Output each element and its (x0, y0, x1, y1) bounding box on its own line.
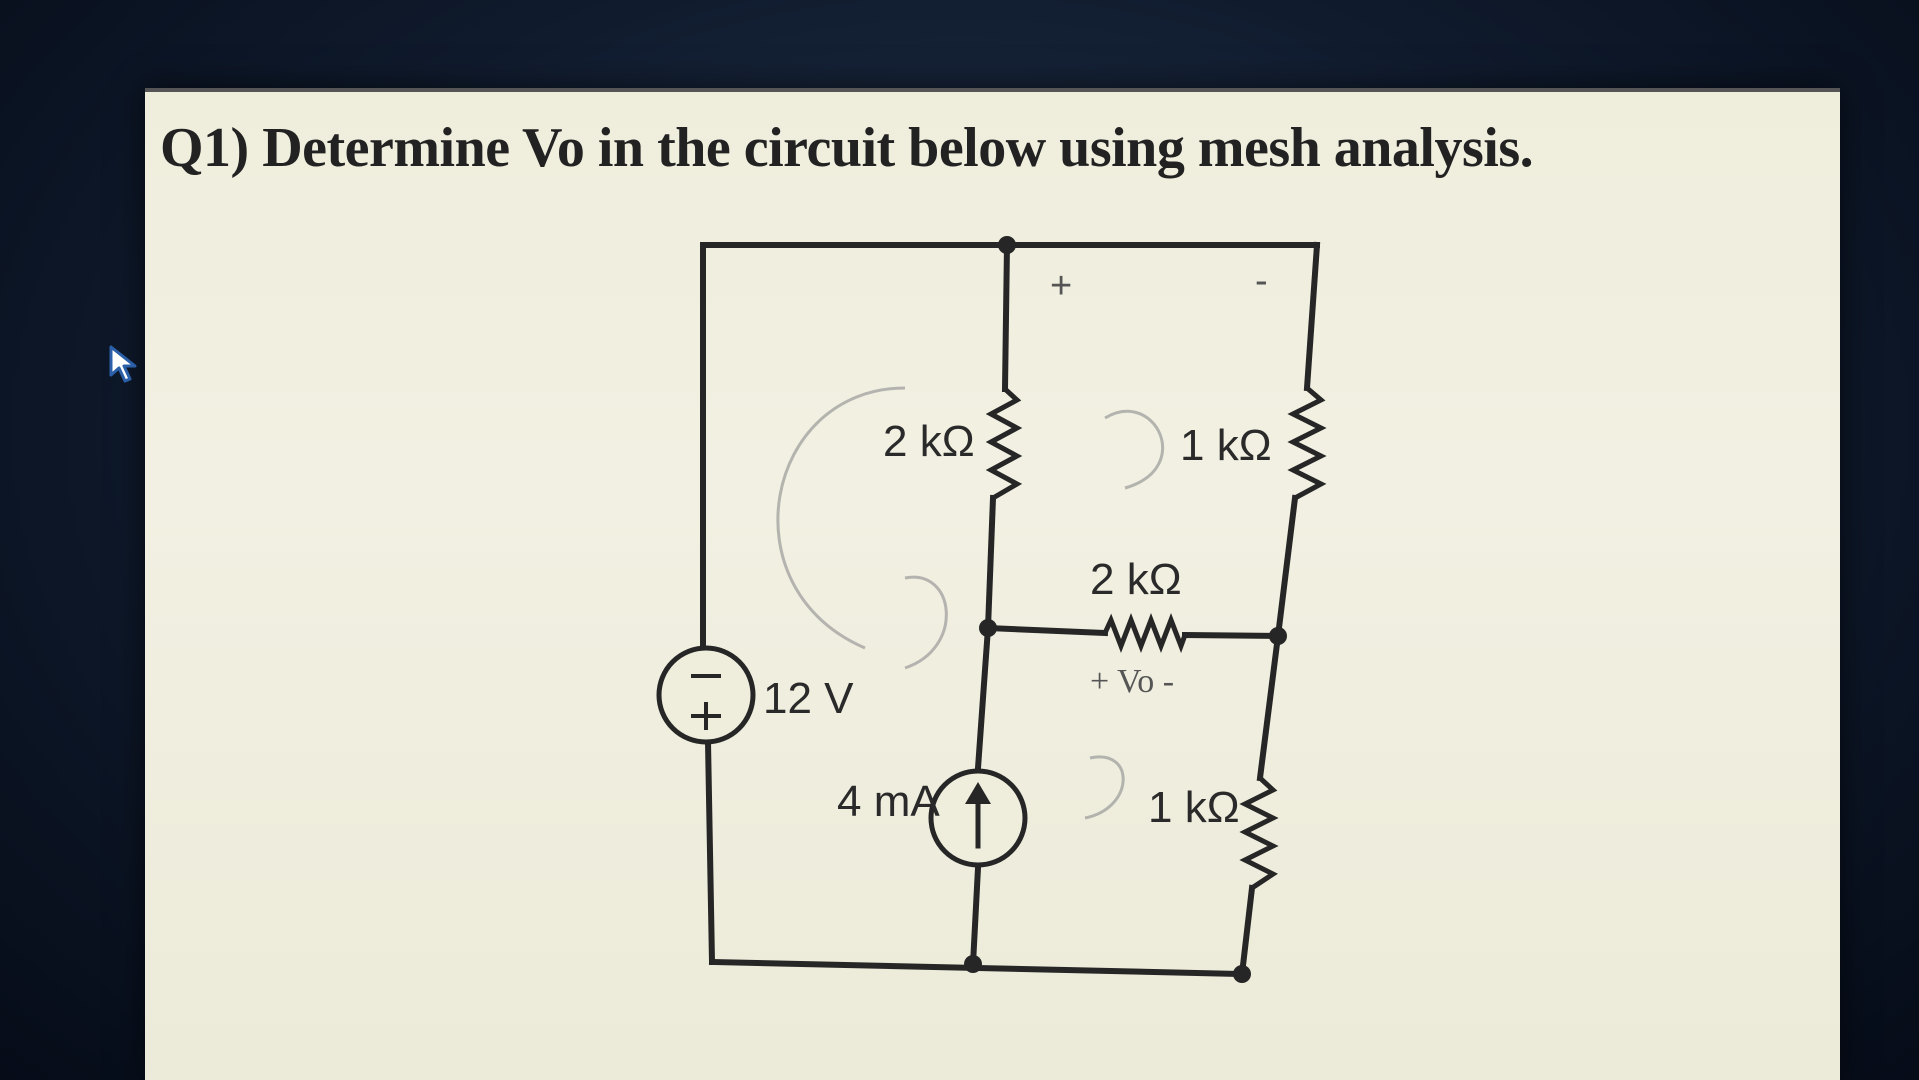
label-plus: + (1050, 265, 1072, 307)
label-vo: + Vo - (1090, 663, 1174, 700)
node-bottom-right (1233, 965, 1251, 983)
wire-h-right (1181, 631, 1282, 640)
node-middle-right (1269, 627, 1287, 645)
circuit-diagram: 2 kΩ 1 kΩ 2 kΩ 1 kΩ 12 V 4 mA + Vo - + - (656, 236, 1327, 983)
label-r-top-right: 1 kΩ (1180, 421, 1272, 470)
resistor-bottom-right (1239, 776, 1279, 891)
wire-left-lower (704, 738, 716, 966)
wire-mid-lower (974, 624, 992, 772)
pencil-loop-3 (904, 575, 948, 670)
wire-right-upper (1274, 494, 1299, 640)
label-minus: - (1255, 260, 1268, 302)
voltage-source (656, 645, 756, 745)
resistor-top-left (985, 387, 1023, 501)
pencil-loop-4 (1084, 755, 1125, 820)
current-source-arrow-head (965, 782, 991, 804)
node-bottom-middle (964, 955, 982, 973)
question-text: Q1) Determine Vo in the circuit below us… (160, 117, 1534, 179)
screen-area: Q1) Determine Vo in the circuit below us… (145, 88, 1840, 1080)
label-current-source: 4 mA (837, 777, 940, 826)
resistor-middle (1102, 613, 1188, 654)
mouse-cursor-icon (109, 345, 137, 383)
wire-mid-bottom (969, 864, 982, 968)
wire-right-lower (1256, 632, 1282, 782)
node-top-middle (998, 236, 1016, 254)
pencil-loop-2 (1104, 409, 1165, 490)
label-r-bottom-right: 1 kΩ (1148, 783, 1240, 832)
wire-mid-top (1001, 241, 1011, 393)
pencil-loop-1 (776, 386, 906, 650)
node-middle-left (979, 619, 997, 637)
label-r-top-left: 2 kΩ (883, 417, 975, 466)
wire-mid-upper (984, 494, 997, 632)
label-voltage-source: 12 V (763, 674, 854, 723)
wire-right-bottom (1238, 884, 1256, 978)
wire-h-left (984, 624, 1109, 637)
wire-right-top (1303, 241, 1321, 392)
label-r-middle: 2 kΩ (1090, 555, 1182, 604)
resistor-top-right (1287, 386, 1327, 501)
